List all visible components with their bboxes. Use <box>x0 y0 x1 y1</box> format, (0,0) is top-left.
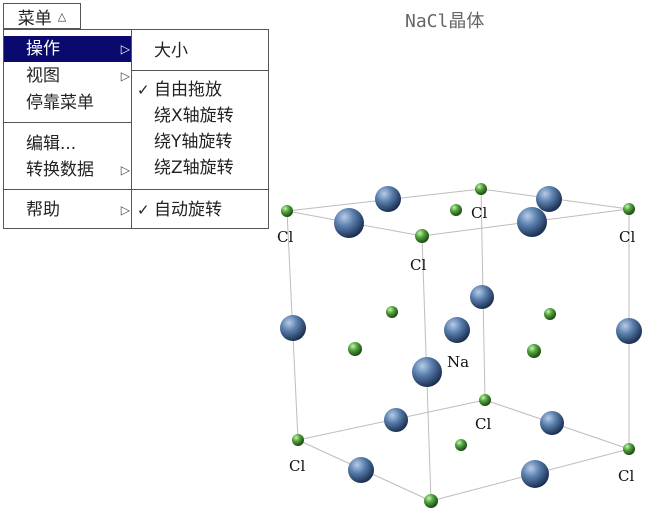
na-atom <box>540 411 564 435</box>
cl-atom <box>479 394 491 406</box>
submenu-arrow-icon: ▷ <box>120 69 130 83</box>
na-atom <box>412 357 442 387</box>
menu-item-label: 视图 <box>26 66 60 86</box>
menu-item-help[interactable]: 帮助 ▷ <box>4 197 132 223</box>
submenu-item-rotate-z[interactable]: 绕Z轴旋转 <box>132 155 268 181</box>
na-atoms <box>280 186 642 488</box>
na-atom <box>521 460 549 488</box>
menu-item-edit[interactable]: 编辑... <box>4 131 132 157</box>
submenu-item-label: 大小 <box>154 41 188 61</box>
na-atom <box>334 208 364 238</box>
check-icon: ✓ <box>137 201 150 219</box>
menu-item-label: 操作 <box>26 39 60 59</box>
na-atom <box>536 186 562 212</box>
submenu-item-size[interactable]: 大小 <box>132 38 268 64</box>
na-atom <box>470 285 494 309</box>
submenu-item-label: 绕Z轴旋转 <box>154 158 234 178</box>
submenu-item-label: 绕Y轴旋转 <box>154 132 233 152</box>
na-atom <box>375 186 401 212</box>
atom-labels: Cl Cl Cl Cl Na Cl Cl Cl <box>277 204 635 485</box>
submenu-item-free-drag[interactable]: ✓ 自由拖放 <box>132 77 268 103</box>
unit-cell-edges <box>286 188 630 502</box>
cl-atom <box>281 205 293 217</box>
menu-item-label: 停靠菜单 <box>26 93 94 113</box>
cl-atoms <box>281 183 635 508</box>
na-atom <box>616 318 642 344</box>
cl-atom <box>415 229 429 243</box>
cl-atom <box>623 443 635 455</box>
na-label: Na <box>447 353 469 371</box>
na-atom <box>348 457 374 483</box>
cl-label: Cl <box>471 204 487 222</box>
cl-label: Cl <box>289 457 305 475</box>
operation-submenu: 大小 ✓ 自由拖放 绕X轴旋转 绕Y轴旋转 绕Z轴旋转 ✓ 自动旋转 <box>131 29 269 229</box>
cl-atom <box>386 306 398 318</box>
cl-atom <box>424 494 438 508</box>
na-atom <box>444 317 470 343</box>
menu-item-label: 转换数据 <box>26 160 94 180</box>
menu-button[interactable]: 菜单 △ <box>3 3 81 29</box>
cl-label: Cl <box>475 415 491 433</box>
menu-item-label: 帮助 <box>26 200 60 220</box>
cl-atom <box>527 344 541 358</box>
submenu-item-label: 自由拖放 <box>154 80 222 100</box>
cl-label: Cl <box>277 228 293 246</box>
submenu-item-label: 自动旋转 <box>154 200 222 220</box>
cl-atom <box>475 183 487 195</box>
cl-atom <box>292 434 304 446</box>
submenu-item-label: 绕X轴旋转 <box>154 106 234 126</box>
submenu-arrow-icon: ▷ <box>120 203 130 217</box>
cl-atom <box>544 308 556 320</box>
main-menu: 操作 ▷ 视图 ▷ 停靠菜单 编辑... 转换数据 ▷ 帮助 ▷ <box>3 29 132 229</box>
check-icon: ✓ <box>137 81 150 99</box>
submenu-item-rotate-x[interactable]: 绕X轴旋转 <box>132 103 268 129</box>
caret-up-icon: △ <box>57 9 67 23</box>
cl-atom <box>455 439 467 451</box>
na-atom <box>517 207 547 237</box>
menu-separator <box>4 122 132 123</box>
cl-atom <box>348 342 362 356</box>
cl-label: Cl <box>618 467 634 485</box>
cl-atom <box>623 203 635 215</box>
menu-button-label: 菜单 <box>17 8 52 29</box>
menu-item-dock-menu[interactable]: 停靠菜单 <box>4 90 132 116</box>
submenu-arrow-icon: ▷ <box>120 42 130 56</box>
menu-separator <box>4 189 132 190</box>
submenu-separator <box>132 70 268 71</box>
menu-item-operation[interactable]: 操作 ▷ <box>4 36 132 62</box>
cl-label: Cl <box>410 256 426 274</box>
submenu-separator <box>132 189 268 190</box>
scene-title: NaCl晶体 <box>405 11 485 32</box>
na-atom <box>280 315 306 341</box>
submenu-arrow-icon: ▷ <box>120 163 130 177</box>
submenu-item-auto-rotate[interactable]: ✓ 自动旋转 <box>132 197 268 223</box>
cl-atom <box>450 204 462 216</box>
submenu-item-rotate-y[interactable]: 绕Y轴旋转 <box>132 129 268 155</box>
menu-item-label: 编辑... <box>26 134 77 154</box>
cl-label: Cl <box>619 228 635 246</box>
menu-item-view[interactable]: 视图 ▷ <box>4 63 132 89</box>
na-atom <box>384 408 408 432</box>
menu-item-convert-data[interactable]: 转换数据 ▷ <box>4 157 132 183</box>
